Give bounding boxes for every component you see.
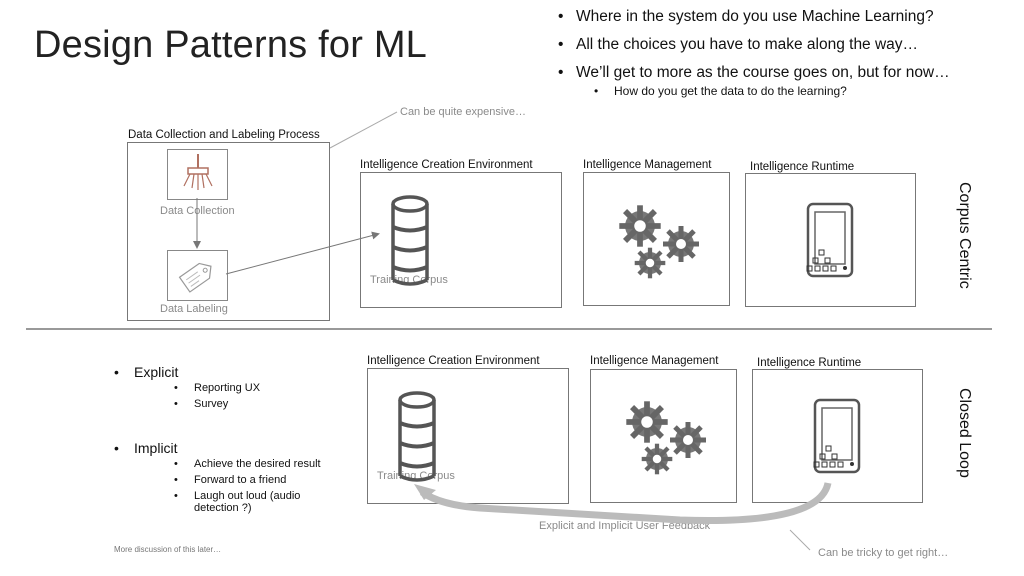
management-box-bottom (590, 369, 737, 503)
data-process-box (127, 142, 330, 321)
implicit-label: Implicit (134, 440, 178, 456)
corpus-centric-label: Corpus Centric (956, 182, 973, 289)
creation-title-top: Intelligence Creation Environment (360, 159, 533, 171)
labeling-icon-box (167, 250, 228, 301)
tricky-leader-line (789, 529, 811, 551)
management-box-top (583, 172, 730, 306)
feedback-types-list: Explicit Reporting UX Survey Implicit Ac… (112, 364, 322, 518)
runtime-box-bottom (752, 369, 923, 503)
creation-title-bottom: Intelligence Creation Environment (367, 355, 540, 367)
sub-bullet-item: How do you get the data to do the learni… (556, 84, 996, 98)
bullet-item: All the choices you have to make along t… (556, 36, 996, 54)
creation-box-top (360, 172, 562, 308)
corpus-label-bottom: Training Corpus (377, 470, 455, 482)
implicit-item: Achieve the desired result (134, 458, 322, 470)
bullet-item: We’ll get to more as the course goes on,… (556, 64, 996, 82)
explicit-label: Explicit (134, 364, 179, 380)
corpus-label-top: Training Corpus (370, 274, 448, 286)
tag-icon (178, 262, 212, 293)
collection-label: Data Collection (160, 205, 235, 217)
management-title-top: Intelligence Management (583, 159, 712, 171)
management-title-bottom: Intelligence Management (590, 355, 719, 367)
implicit-item: Laugh out loud (audio detection ?) (134, 490, 322, 514)
top-bullet-list: Where in the system do you use Machine L… (556, 8, 996, 108)
footnote: More discussion of this later… (114, 545, 222, 554)
creation-box-bottom (367, 368, 569, 504)
bullet-item: Where in the system do you use Machine L… (556, 8, 996, 26)
explicit-bullet: Explicit Reporting UX Survey (112, 364, 322, 410)
data-process-title: Data Collection and Labeling Process (128, 129, 320, 141)
tricky-note: Can be tricky to get right… (818, 547, 949, 559)
runtime-title-bottom: Intelligence Runtime (757, 357, 862, 369)
implicit-bullet: Implicit Achieve the desired result Forw… (112, 440, 322, 514)
labeling-label: Data Labeling (160, 303, 228, 315)
explicit-item: Reporting UX (134, 382, 322, 394)
expensive-leader-line (329, 111, 398, 149)
expensive-note: Can be quite expensive… (400, 106, 526, 118)
section-divider (26, 328, 992, 330)
collection-icon-box (167, 149, 228, 200)
vacuum-icon (183, 154, 213, 190)
runtime-title-top: Intelligence Runtime (750, 161, 855, 173)
slide-title: Design Patterns for ML (34, 24, 428, 66)
feedback-label: Explicit and Implicit User Feedback (539, 520, 711, 532)
implicit-item: Forward to a friend (134, 474, 322, 486)
runtime-box-top (745, 173, 916, 307)
explicit-item: Survey (134, 398, 322, 410)
closed-loop-label: Closed Loop (956, 388, 973, 478)
